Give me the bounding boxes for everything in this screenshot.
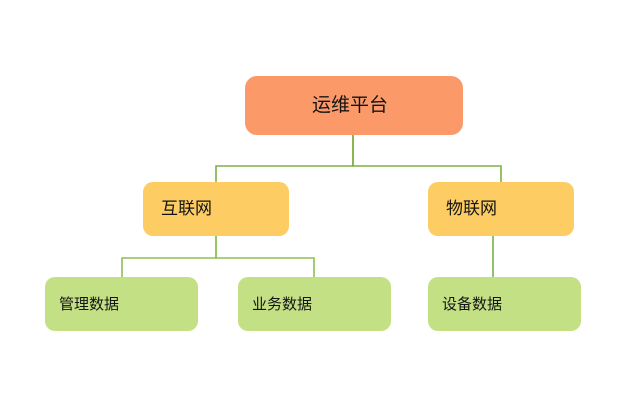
node-label-business-data: 业务数据: [252, 294, 313, 313]
connector-internet-to-management-data: [121, 236, 217, 277]
node-label-management-data: 管理数据: [59, 294, 120, 313]
node-operations-platform[interactable]: 运维平台: [245, 76, 463, 135]
connector-root-to-iot: [352, 135, 502, 182]
node-label-operations-platform: 运维平台: [311, 94, 388, 116]
node-device-data[interactable]: 设备数据: [428, 277, 581, 331]
node-label-device-data: 设备数据: [442, 294, 503, 313]
connector-internet-to-business-data: [215, 236, 315, 277]
node-label-internet: 互联网: [161, 198, 212, 219]
node-iot[interactable]: 物联网: [428, 182, 574, 236]
node-management-data[interactable]: 管理数据: [45, 277, 198, 331]
node-business-data[interactable]: 业务数据: [238, 277, 391, 331]
connector-root-to-internet: [215, 135, 354, 182]
node-internet[interactable]: 互联网: [143, 182, 289, 236]
node-label-iot: 物联网: [446, 198, 497, 219]
